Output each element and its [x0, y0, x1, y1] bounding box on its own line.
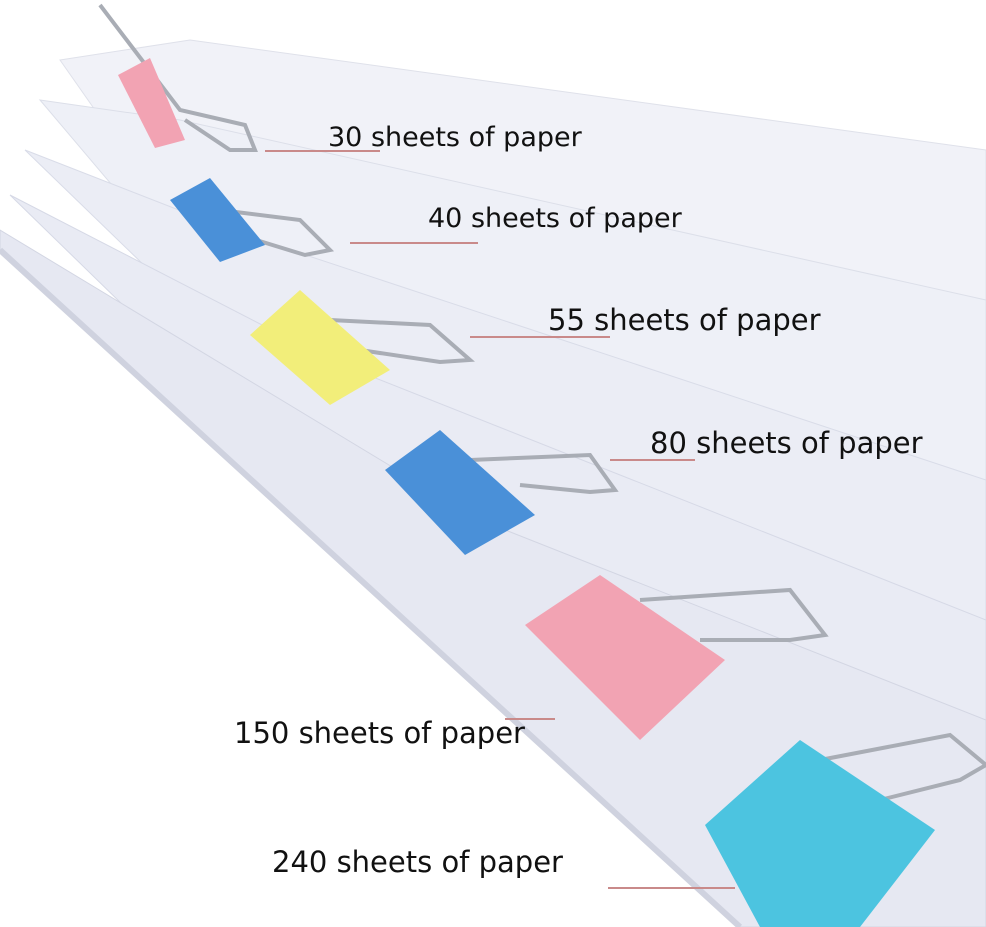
leader-line — [265, 150, 380, 152]
yellow-clip — [250, 290, 390, 405]
label-240-sheets: 240 sheets of paper — [272, 845, 563, 879]
cyan-clip — [705, 740, 935, 927]
label-150-sheets: 150 sheets of paper — [234, 716, 525, 750]
blue-clip — [385, 430, 535, 555]
leader-line — [350, 242, 478, 244]
clip-wires — [98, 3, 986, 802]
pink-large-clip — [525, 575, 725, 740]
leader-line — [470, 336, 610, 338]
leader-line — [608, 887, 735, 889]
label-40-sheets: 40 sheets of paper — [428, 203, 682, 234]
label-30-sheets: 30 sheets of paper — [328, 122, 582, 153]
blue-clip — [170, 178, 265, 262]
label-55-sheets: 55 sheets of paper — [548, 303, 821, 337]
leader-line — [505, 718, 555, 720]
pink-small-clip — [118, 58, 185, 148]
label-80-sheets: 80 sheets of paper — [650, 426, 923, 460]
leader-line — [610, 459, 695, 461]
